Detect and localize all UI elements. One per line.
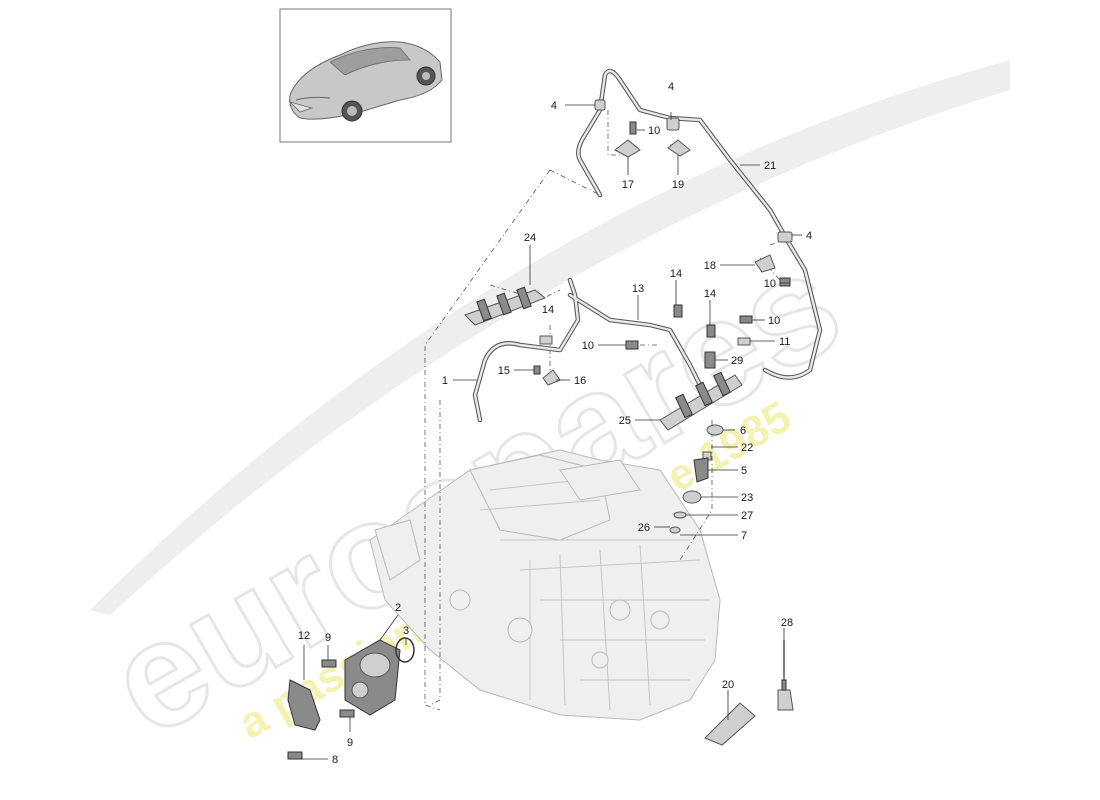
- bolt-icon: [673, 304, 683, 318]
- sensor-icon: [704, 351, 716, 369]
- callout-10: 10: [764, 278, 776, 290]
- callout-4: 4: [806, 230, 812, 242]
- callout-17: 17: [622, 179, 634, 191]
- components: [287, 99, 794, 760]
- callout-2: 2: [395, 602, 401, 614]
- callout-labels: 4 4 10 17 19 21 4 18 10 24 14 13 14 14 1…: [298, 81, 812, 766]
- bolt-icon: [706, 324, 716, 338]
- callout-14: 14: [704, 288, 716, 300]
- callout-1: 1: [442, 375, 448, 387]
- callout-3: 3: [403, 625, 409, 637]
- car-thumbnail: [279, 8, 452, 143]
- bolt-icon: [287, 751, 303, 760]
- bracket-icon: [614, 139, 641, 158]
- callout-6: 6: [740, 425, 746, 437]
- bolt-icon: [629, 121, 637, 135]
- callout-24: 24: [524, 232, 536, 244]
- engine-block: [369, 449, 721, 721]
- callout-19: 19: [672, 179, 684, 191]
- bolt-icon: [779, 277, 791, 287]
- callout-13: 13: [632, 283, 644, 295]
- callout-16: 16: [574, 375, 586, 387]
- injector-icon: [693, 457, 709, 483]
- pump-bracket-icon: [287, 679, 321, 731]
- callout-26: 26: [638, 522, 650, 534]
- watermark-swoosh-icon: [90, 60, 1010, 615]
- bracket-icon: [667, 139, 691, 157]
- callout-10: 10: [768, 315, 780, 327]
- callout-10: 10: [648, 125, 660, 137]
- clamp-icon: [539, 335, 553, 345]
- fuel-lines: [472, 68, 823, 423]
- callout-21: 21: [764, 160, 776, 172]
- callout-12: 12: [298, 630, 310, 642]
- clamp-icon: [594, 99, 606, 111]
- callout-25: 25: [619, 415, 631, 427]
- callout-14: 14: [670, 268, 682, 280]
- washer-icon: [669, 526, 681, 534]
- clamp-icon: [777, 231, 793, 243]
- callout-20: 20: [722, 679, 734, 691]
- callout-8: 8: [332, 754, 338, 766]
- sleeve-icon: [737, 337, 751, 346]
- clamp-icon: [666, 117, 680, 131]
- bolt-icon: [321, 659, 337, 668]
- bolt-icon: [739, 315, 753, 324]
- leader-lines: [300, 104, 802, 760]
- o-ring-icon: [395, 637, 415, 663]
- callout-7: 7: [741, 530, 747, 542]
- callout-18: 18: [704, 260, 716, 272]
- callout-23: 23: [741, 492, 753, 504]
- callout-22: 22: [741, 442, 753, 454]
- callout-9: 9: [325, 632, 331, 644]
- callout-5: 5: [741, 465, 747, 477]
- callout-9: 9: [347, 737, 353, 749]
- bolt-icon: [625, 340, 639, 350]
- callout-14: 14: [542, 304, 554, 316]
- car-thumbnail-icon: [288, 41, 443, 122]
- seal-ring-icon: [682, 490, 702, 504]
- callout-10: 10: [582, 340, 594, 352]
- callout-4: 4: [668, 81, 674, 93]
- seal-ring-icon: [706, 424, 724, 436]
- sealant-tube-icon: [704, 702, 756, 746]
- callout-28: 28: [781, 617, 793, 629]
- bracket-icon: [754, 254, 776, 273]
- callout-27: 27: [741, 510, 753, 522]
- callout-11: 11: [779, 336, 790, 348]
- bolt-icon: [533, 365, 541, 375]
- callout-29: 29: [731, 355, 743, 367]
- bottle-icon: [777, 689, 794, 711]
- callout-15: 15: [498, 365, 510, 377]
- bolt-icon: [339, 709, 355, 718]
- callout-4: 4: [551, 100, 557, 112]
- washer-icon: [673, 511, 687, 519]
